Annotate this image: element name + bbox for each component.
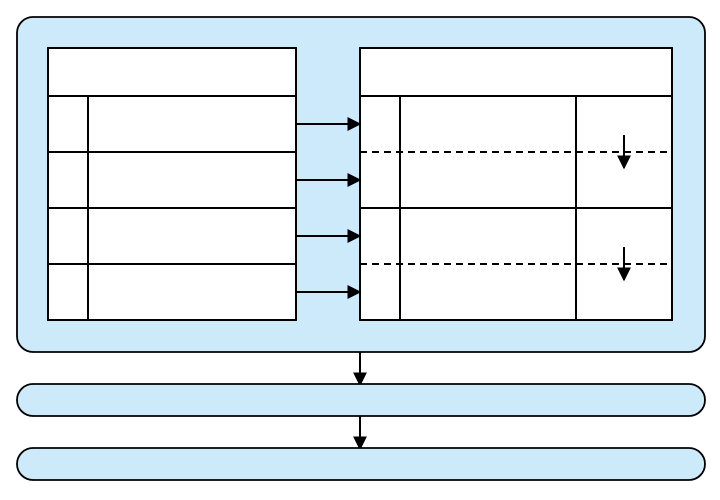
row-connectors — [296, 117, 362, 299]
left-table-frame — [47, 47, 297, 321]
stage-bar — [16, 447, 706, 481]
left-table — [47, 47, 297, 321]
right-table — [359, 47, 673, 321]
stage-bar — [16, 383, 706, 417]
right-table-frame — [359, 47, 673, 321]
